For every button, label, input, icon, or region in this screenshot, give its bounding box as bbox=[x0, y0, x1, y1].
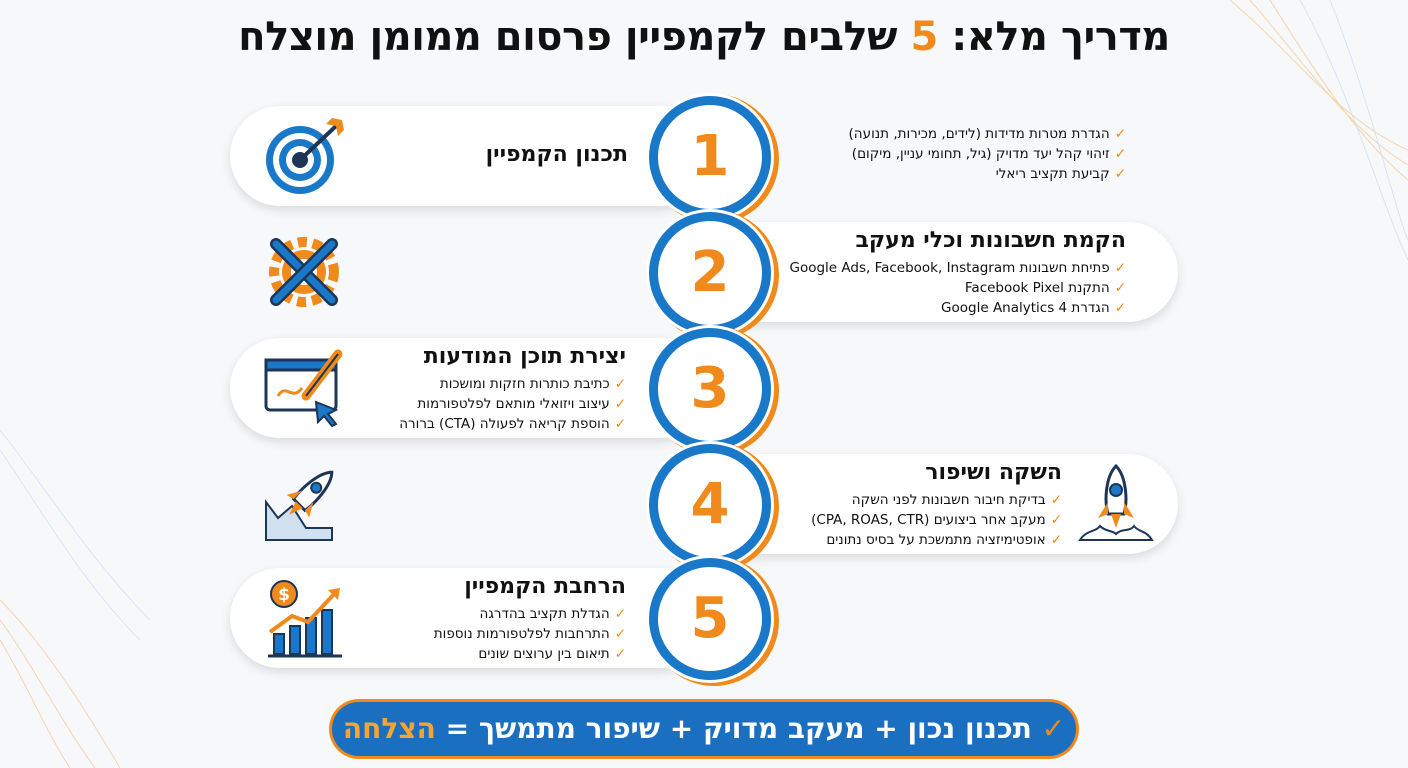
step-2-list: ✓פתיחת חשבונות Google Ads, Facebook, Ins… bbox=[789, 258, 1126, 318]
step-number: 2 bbox=[690, 240, 730, 305]
step-1-number-badge: 1 bbox=[649, 96, 771, 218]
page-title: מדריך מלא: 5 שלבים לקמפיין פרסום ממומן מ… bbox=[0, 14, 1408, 60]
rocket-launch-icon bbox=[1078, 463, 1154, 541]
check-icon: ✓ bbox=[1050, 512, 1062, 528]
step-1-list: ✓הגדרת מטרות מדידות (לידים, מכירות, תנוע… bbox=[849, 124, 1126, 184]
step-number: 4 bbox=[690, 472, 730, 537]
list-item: ✓הגדלת תקציב בהדרגה bbox=[479, 606, 626, 622]
step-2-card bbox=[700, 222, 1178, 322]
list-item: ✓תיאום בין ערוצים שונים bbox=[478, 646, 626, 662]
step-4-list: ✓בדיקת חיבור חשבונות לפני השקה ✓מעקב אחר… bbox=[811, 490, 1062, 550]
design-pencil-icon bbox=[264, 349, 343, 428]
check-icon: ✓ bbox=[1114, 280, 1126, 296]
step-3-list: ✓כתיבת כותרות חזקות ומושכות ✓עיצוב ויזוא… bbox=[399, 374, 626, 434]
check-icon: ✓ bbox=[614, 646, 626, 662]
step-4-title: השקה ושיפור bbox=[925, 460, 1062, 485]
step-5-title: הרחבת הקמפיין bbox=[464, 574, 626, 599]
list-item: ✓מעקב אחר ביצועים (CPA, ROAS, CTR) bbox=[811, 512, 1062, 528]
target-icon bbox=[266, 118, 344, 194]
check-icon: ✓ bbox=[614, 376, 626, 392]
check-icon: ✓ bbox=[1050, 492, 1062, 508]
step-1-title: תכנון הקמפיין bbox=[485, 142, 628, 167]
check-icon: ✓ bbox=[1041, 712, 1066, 745]
title-number: 5 bbox=[910, 14, 938, 60]
step-5-number-badge: 5 bbox=[649, 558, 771, 680]
check-icon: ✓ bbox=[1050, 532, 1062, 548]
step-4-number-badge: 4 bbox=[649, 444, 771, 566]
title-suffix: שלבים לקמפיין פרסום ממומן מוצלח bbox=[238, 14, 898, 60]
growth-chart-icon: $ bbox=[268, 580, 342, 658]
step-2-title: הקמת חשבונות וכלי מעקב bbox=[855, 228, 1126, 253]
step-3-number-badge: 3 bbox=[649, 328, 771, 450]
step-3-title: יצירת תוכן המודעות bbox=[423, 344, 626, 369]
list-item: ✓כתיבת כותרות חזקות ומושכות bbox=[439, 376, 626, 392]
check-icon: ✓ bbox=[1114, 300, 1126, 316]
banner-text: תכנון נכון + מעקב מדויק + שיפור מתמשך = bbox=[445, 712, 1032, 745]
list-item: ✓התקנת Facebook Pixel bbox=[964, 280, 1126, 296]
wrench-gear-icon bbox=[269, 237, 339, 307]
banner-highlight: הצלחה bbox=[342, 712, 436, 745]
check-icon: ✓ bbox=[1114, 126, 1126, 142]
check-icon: ✓ bbox=[1114, 146, 1126, 162]
svg-text:$: $ bbox=[278, 585, 290, 605]
list-item: ✓פתיחת חשבונות Google Ads, Facebook, Ins… bbox=[789, 260, 1126, 276]
list-item: ✓קביעת תקציב ריאלי bbox=[995, 166, 1126, 182]
list-item: ✓בדיקת חיבור חשבונות לפני השקה bbox=[851, 492, 1062, 508]
check-icon: ✓ bbox=[1114, 166, 1126, 182]
list-item: ✓אופטימיזציה מתמשכת על בסיס נתונים bbox=[826, 532, 1062, 548]
step-2-number-badge: 2 bbox=[649, 212, 771, 334]
step-number: 3 bbox=[690, 356, 730, 421]
rocket-launch-icon bbox=[265, 470, 334, 541]
check-icon: ✓ bbox=[614, 606, 626, 622]
list-item: ✓התרחבות לפלטפורמות נוספות bbox=[433, 626, 626, 642]
list-item: ✓הוספת קריאה לפעולה (CTA) ברורה bbox=[399, 416, 626, 432]
summary-banner: ✓ תכנון נכון + מעקב מדויק + שיפור מתמשך … bbox=[332, 702, 1076, 756]
list-item: ✓הגדרת Google Analytics 4 bbox=[941, 300, 1126, 316]
check-icon: ✓ bbox=[614, 396, 626, 412]
step-number: 1 bbox=[690, 124, 730, 189]
step-number: 5 bbox=[690, 586, 730, 651]
title-prefix: מדריך מלא: bbox=[951, 14, 1170, 60]
step-5-list: ✓הגדלת תקציב בהדרגה ✓התרחבות לפלטפורמות … bbox=[434, 604, 626, 664]
check-icon: ✓ bbox=[614, 626, 626, 642]
check-icon: ✓ bbox=[1114, 260, 1126, 276]
list-item: ✓זיהוי קהל יעד מדויק (גיל, תחומי עניין, … bbox=[851, 146, 1126, 162]
check-icon: ✓ bbox=[614, 416, 626, 432]
list-item: ✓עיצוב ויזואלי מותאם לפלטפורמות bbox=[417, 396, 626, 412]
list-item: ✓הגדרת מטרות מדידות (לידים, מכירות, תנוע… bbox=[848, 126, 1126, 142]
